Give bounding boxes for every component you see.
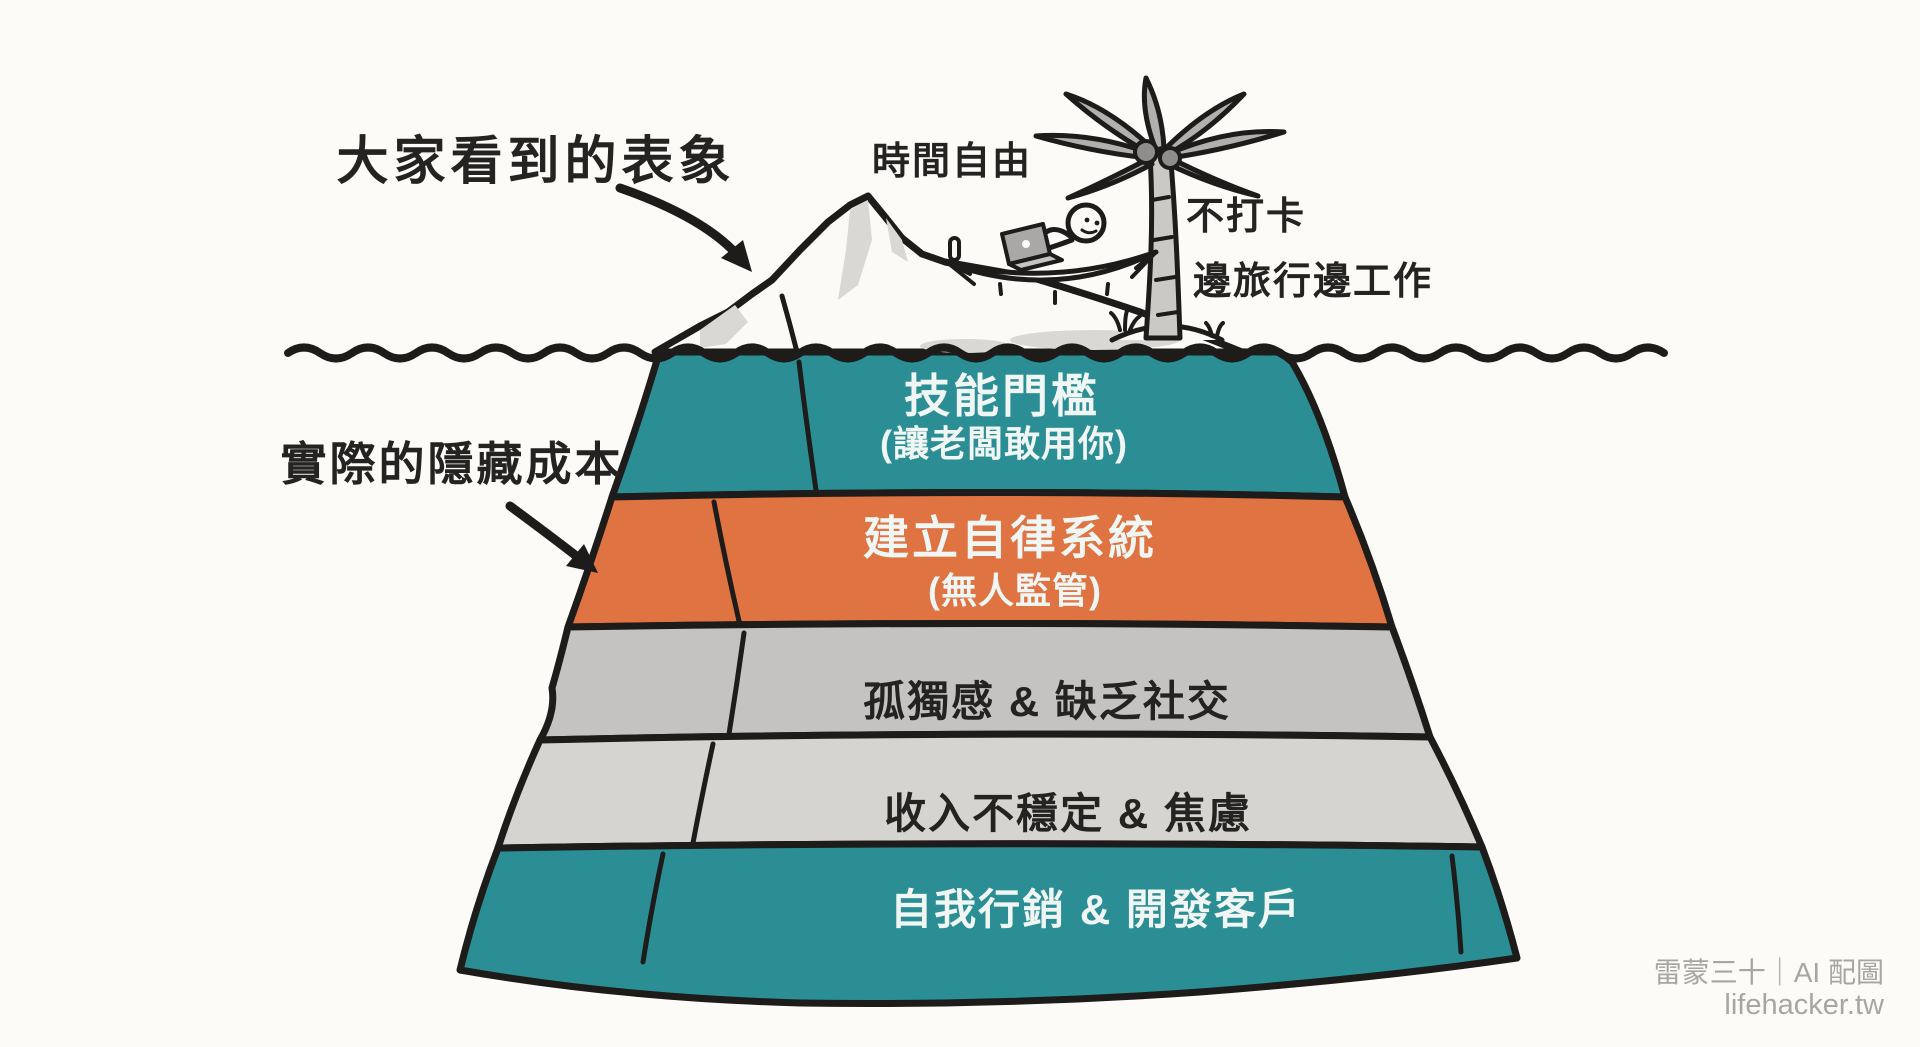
hidden-cost-arrowhead — [566, 544, 598, 573]
hammock-strings — [946, 250, 1158, 305]
perk-no-clock-in: 不打卡 — [1186, 196, 1306, 238]
layer-1-title: 技能門檻 — [904, 370, 1100, 422]
palm-trunk — [1143, 147, 1183, 341]
person-foot — [948, 236, 961, 262]
perk-work-while-travel: 邊旅行邊工作 — [1193, 261, 1433, 303]
grass-tufts — [1109, 309, 1225, 338]
crack-lines — [640, 359, 1464, 965]
watermark-site: lifehacker.tw — [1724, 989, 1885, 1021]
layer-3-title: 孤獨感 & 缺乏社交 — [863, 678, 1231, 725]
laptop-base — [1007, 252, 1064, 272]
layer-4-title: 收入不穩定 & 焦慮 — [884, 790, 1252, 837]
iceberg-below-water — [456, 346, 1521, 1008]
laptop — [1000, 222, 1064, 272]
coconuts — [1133, 139, 1182, 170]
surface-arrowhead — [721, 240, 752, 272]
layer-5-shape — [456, 840, 1521, 1008]
hammock — [945, 249, 1159, 305]
waterline — [284, 343, 1668, 363]
surface-arrow — [615, 183, 752, 272]
layer-1-subtitle: (讓老闆敢用你) — [880, 423, 1128, 464]
surface-view-label: 大家看到的表象 — [336, 133, 735, 191]
person-in-hammock — [948, 202, 1107, 272]
person-face — [1080, 217, 1100, 235]
hidden-cost-label: 實際的隱藏成本 — [281, 438, 624, 490]
palm-fronds — [1033, 75, 1287, 201]
perk-time-freedom: 時間自由 — [872, 141, 1032, 183]
laptop-logo — [1022, 240, 1030, 248]
layer-2-title: 建立自律系統 — [863, 512, 1157, 564]
trunk-segments — [1150, 195, 1180, 317]
hidden-cost-arrow — [505, 501, 598, 573]
above-water-crack — [779, 293, 800, 355]
layer-2-subtitle: (無人監管) — [928, 570, 1102, 611]
palm-tree — [1033, 75, 1287, 341]
layer-5-title: 自我行銷 & 開發客戶 — [890, 886, 1302, 933]
watermark-credit: 雷蒙三十｜AI 配圖 — [1654, 957, 1884, 988]
